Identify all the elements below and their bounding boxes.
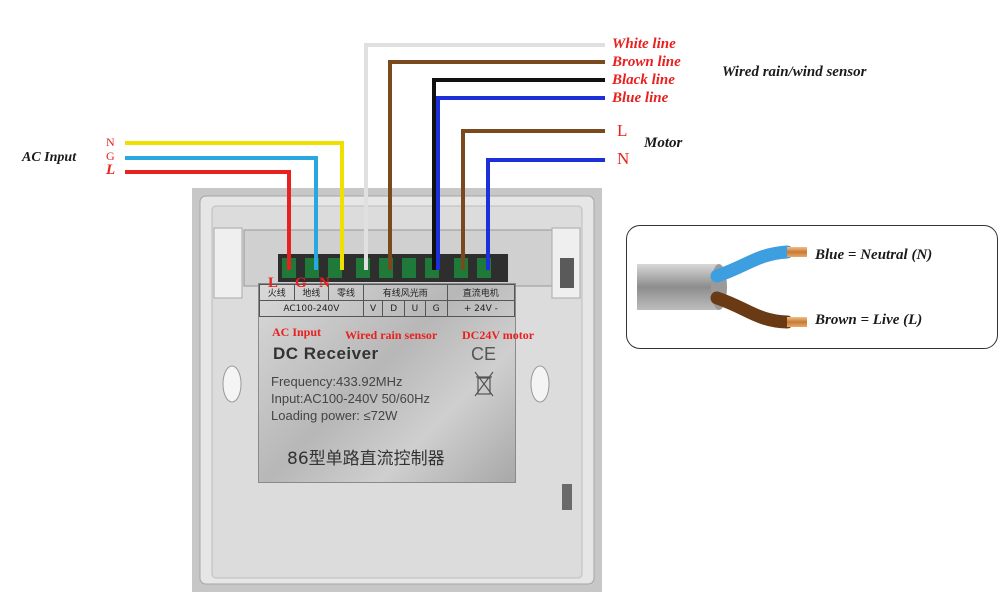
black-line-label: Black line [612,72,675,88]
motor-voltage-label: + 24V - [446,300,516,317]
sensor-title: Wired rain/wind sensor [722,64,867,80]
brown-line-label: Brown line [612,54,681,70]
motor-neutral-wire [486,158,605,270]
white-line-label: White line [612,36,676,52]
motor-live-wire [461,129,605,270]
ac-voltage-label: AC100-240V [259,300,364,317]
sensor-blue-wire [436,96,605,270]
plate-input: Input:AC100-240V 50/60Hz [271,391,430,406]
plate-loading: Loading power: ≤72W [271,408,398,423]
ac-input-title: AC Input [22,150,77,165]
ac-terminal-g: G [106,149,115,163]
plate-title: DC Receiver [273,344,379,363]
caption-dc-motor: DC24V motor [462,328,535,342]
legend-brown-live: Brown = Live (L) [815,312,923,328]
module-terminal-l: L [268,275,279,291]
sensor-brown-wire [388,60,605,270]
plate-product-name: 86型单路直流控制器 [287,449,445,469]
ce-mark: CE [471,344,497,364]
motor-terminal-n: N [617,149,630,168]
ac-terminal-n: N [106,135,115,149]
device-label-plate: 火线 地线 零线 有线风光雨 直流电机 AC100-240V V D U G +… [258,283,516,483]
motor-terminal-l: L [617,121,628,140]
weee-bin-icon [474,371,494,397]
motor-title: Motor [644,135,683,151]
legend-blue-neutral: Blue = Neutral (N) [815,247,933,263]
caption-ac-input: AC Input [272,325,322,339]
caption-rain-sensor: Wired rain sensor [345,328,438,342]
cable-legend-box: Blue = Neutral (N) Brown = Live (L) [626,225,998,349]
module-terminal-n: N [319,275,330,291]
module-terminal-g: G [295,275,307,291]
ac-live-wire [125,170,291,270]
sensor-white-wire [364,43,605,270]
plate-frequency: Frequency:433.92MHz [271,374,403,389]
terminal-label-table: 火线 地线 零线 有线风光雨 直流电机 AC100-240V V D U G +… [259,284,516,317]
blue-line-label: Blue line [612,90,669,106]
cable-illustration [637,245,807,329]
sensor-black-wire [432,78,605,270]
ac-ground-wire [125,156,318,270]
ac-terminal-l: L [106,162,116,178]
ac-neutral-wire [125,141,344,270]
